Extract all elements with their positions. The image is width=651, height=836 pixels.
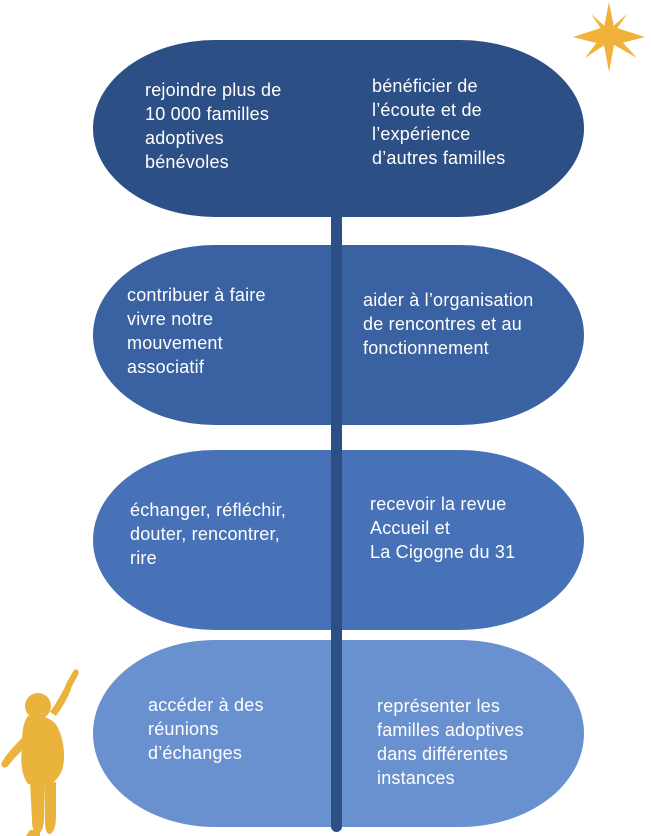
leaf-text: accéder à des réunions d’échanges bbox=[148, 695, 264, 763]
central-stem bbox=[331, 66, 342, 832]
leaf-join-families: rejoindre plus de 10 000 familles adopti… bbox=[93, 40, 337, 217]
leaf-text: échanger, réfléchir, douter, rencontrer,… bbox=[130, 500, 287, 568]
star-icon bbox=[573, 2, 645, 72]
leaf-receive-magazine: recevoir la revue Accueil et La Cigogne … bbox=[336, 450, 584, 630]
leaf-access-meetings: accéder à des réunions d’échanges bbox=[93, 640, 337, 827]
child-silhouette-icon bbox=[1, 669, 79, 836]
leaf-help-organisation: aider à l’organisation de rencontres et … bbox=[336, 245, 584, 425]
leaf-text: aider à l’organisation de rencontres et … bbox=[363, 290, 534, 358]
leaf-text: rejoindre plus de 10 000 familles adopti… bbox=[145, 80, 282, 172]
leaf-listening-experience: bénéficier de l’écoute et de l’expérienc… bbox=[336, 40, 584, 217]
leaf-text: recevoir la revue Accueil et La Cigogne … bbox=[370, 494, 516, 562]
leaf-contribute-association: contribuer à faire vivre notre mouvement… bbox=[93, 245, 337, 425]
leaf-exchange-reflect: échanger, réfléchir, douter, rencontrer,… bbox=[93, 450, 337, 630]
star-shape-diagonal bbox=[585, 14, 637, 58]
leaf-text: représenter les familles adoptives dans … bbox=[377, 696, 524, 788]
leaf-text: contribuer à faire vivre notre mouvement… bbox=[127, 285, 266, 377]
leaf-represent-families: représenter les familles adoptives dans … bbox=[336, 640, 584, 827]
leaf-text: bénéficier de l’écoute et de l’expérienc… bbox=[372, 76, 506, 168]
